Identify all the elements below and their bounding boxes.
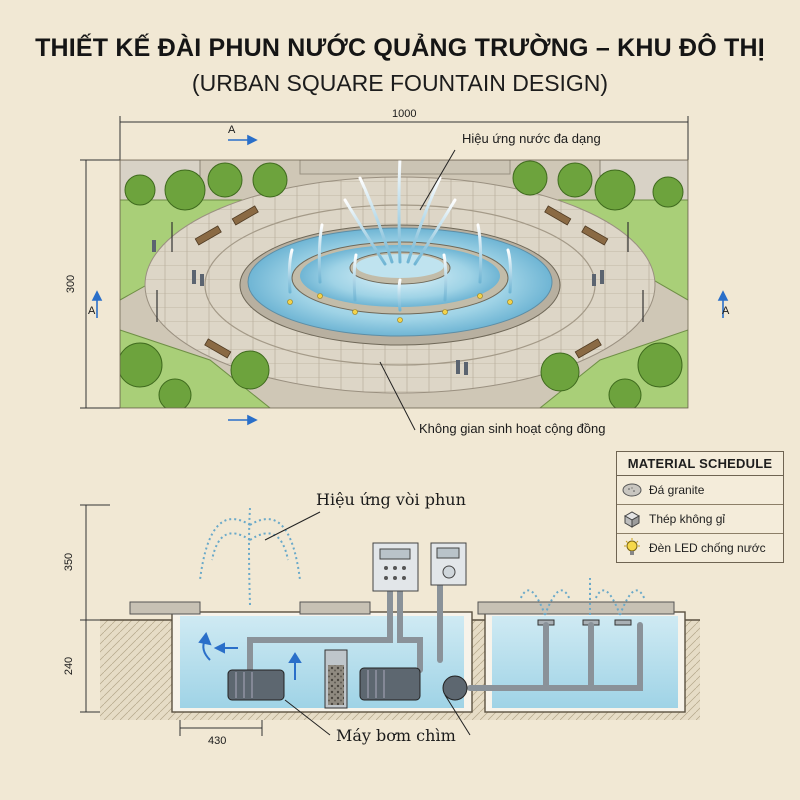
material-label: Thép không gỉ: [649, 512, 726, 526]
plan-dimension-width: 1000: [392, 108, 417, 120]
callout-jet-effect: Hiệu ứng vòi phun: [316, 490, 466, 509]
callout-community-space: Không gian sinh hoạt cộng đồng: [419, 421, 606, 436]
callout-water-effects: Hiệu ứng nước đa dạng: [462, 131, 601, 146]
material-row-steel: Thép không gỉ: [617, 505, 783, 534]
sheet-title: THIẾT KẾ ĐÀI PHUN NƯỚC QUẢNG TRƯỜNG – KH…: [35, 34, 765, 62]
callout-submersible-pump: Máy bơm chìm: [336, 726, 456, 745]
submersible-pumps: [227, 649, 468, 709]
section-mark-top: A: [228, 124, 236, 136]
granite-stone-icon: [617, 482, 647, 498]
material-row-led: Đèn LED chống nước: [617, 534, 783, 562]
material-label: Đá granite: [649, 483, 705, 497]
section-mark-left: A: [88, 305, 96, 317]
plan-dimension-lines: [80, 116, 689, 409]
section-mark-right: A: [722, 305, 730, 317]
section-dimension-lower: 240: [63, 656, 76, 676]
section-piping: [247, 582, 643, 693]
material-row-granite: Đá granite: [617, 476, 783, 505]
plan-scene: [120, 160, 688, 408]
section-markers: [91, 134, 729, 426]
plan-trees: [120, 160, 684, 408]
material-label: Đèn LED chống nước: [649, 541, 766, 555]
section-dimension-upper: 350: [63, 552, 76, 572]
section-jet-spray: [199, 507, 301, 606]
section-dimension-pit: 430: [208, 735, 227, 747]
sheet-subtitle: (URBAN SQUARE FOUNTAIN DESIGN): [191, 70, 609, 96]
material-schedule-title: MATERIAL SCHEDULE: [617, 452, 783, 476]
steel-cube-icon: [617, 510, 647, 528]
material-schedule: MATERIAL SCHEDULE Đá granite Thép không …: [616, 451, 784, 563]
led-bulb-icon: [617, 538, 647, 558]
plan-water-jets: [287, 160, 513, 312]
control-panels: [372, 542, 467, 592]
